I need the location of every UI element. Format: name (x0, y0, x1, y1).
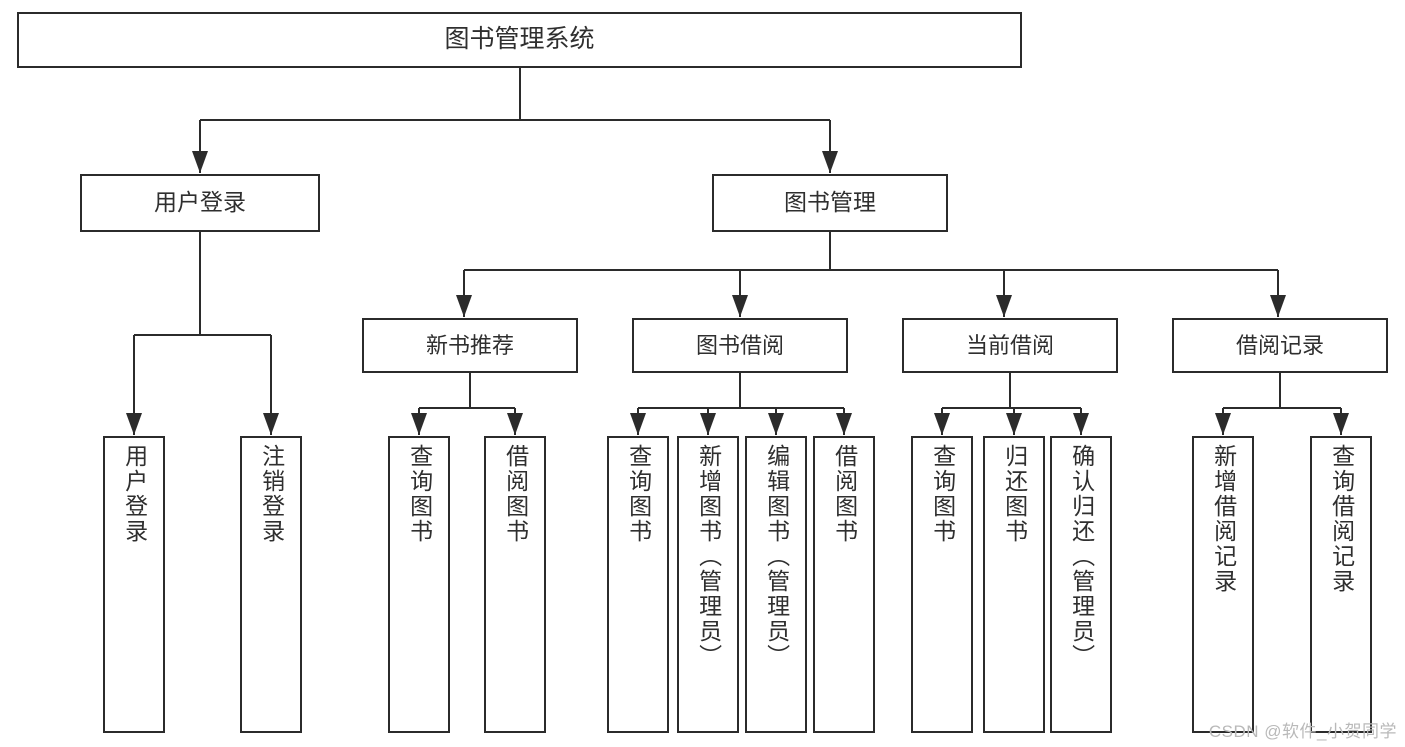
leaf-node-7-label: 借阅图书 (831, 444, 858, 544)
leaf-node-11[interactable]: 新增借阅记录 (1192, 436, 1254, 733)
root-node-book-management-system[interactable]: 图书管理系统 (17, 12, 1022, 68)
leaf-node-11-label: 新增借阅记录 (1210, 444, 1237, 594)
leaf-node-3-label: 借阅图书 (502, 444, 529, 544)
leaf-node-6-label: 编辑图书（管理员） (763, 444, 790, 669)
leaf-node-2[interactable]: 查询图书 (388, 436, 450, 733)
leaf-node-1[interactable]: 注销登录 (240, 436, 302, 733)
leaf-node-8-label: 查询图书 (929, 444, 956, 544)
level1-node-0-label: 用户登录 (154, 189, 246, 216)
leaf-node-12[interactable]: 查询借阅记录 (1310, 436, 1372, 733)
level1-node-0[interactable]: 用户登录 (80, 174, 320, 232)
leaf-node-4[interactable]: 查询图书 (607, 436, 669, 733)
leaf-node-1-label: 注销登录 (258, 444, 285, 544)
leaf-node-6[interactable]: 编辑图书（管理员） (745, 436, 807, 733)
leaf-node-3[interactable]: 借阅图书 (484, 436, 546, 733)
leaf-node-7[interactable]: 借阅图书 (813, 436, 875, 733)
leaf-node-10[interactable]: 确认归还（管理员） (1050, 436, 1112, 733)
level2-node-3-label: 借阅记录 (1235, 332, 1324, 358)
level2-node-2[interactable]: 当前借阅 (902, 318, 1118, 373)
leaf-node-0[interactable]: 用户登录 (103, 436, 165, 733)
leaf-node-12-label: 查询借阅记录 (1328, 444, 1355, 594)
level1-node-1-label: 图书管理 (784, 189, 876, 216)
leaf-node-10-label: 确认归还（管理员） (1068, 444, 1095, 669)
leaf-node-5-label: 新增图书（管理员） (695, 444, 722, 669)
level2-node-0[interactable]: 新书推荐 (362, 318, 578, 373)
leaf-node-2-label: 查询图书 (406, 444, 433, 544)
level2-node-3[interactable]: 借阅记录 (1172, 318, 1388, 373)
leaf-node-4-label: 查询图书 (625, 444, 652, 544)
level2-node-0-label: 新书推荐 (425, 332, 514, 358)
level2-node-1-label: 图书借阅 (695, 332, 784, 358)
leaf-node-0-label: 用户登录 (121, 444, 148, 544)
leaf-node-9[interactable]: 归还图书 (983, 436, 1045, 733)
leaf-node-5[interactable]: 新增图书（管理员） (677, 436, 739, 733)
root-node-book-management-system-label: 图书管理系统 (444, 25, 595, 54)
level1-node-1[interactable]: 图书管理 (712, 174, 948, 232)
leaf-node-9-label: 归还图书 (1001, 444, 1028, 544)
level2-node-1[interactable]: 图书借阅 (632, 318, 848, 373)
leaf-node-8[interactable]: 查询图书 (911, 436, 973, 733)
level2-node-2-label: 当前借阅 (965, 332, 1054, 358)
